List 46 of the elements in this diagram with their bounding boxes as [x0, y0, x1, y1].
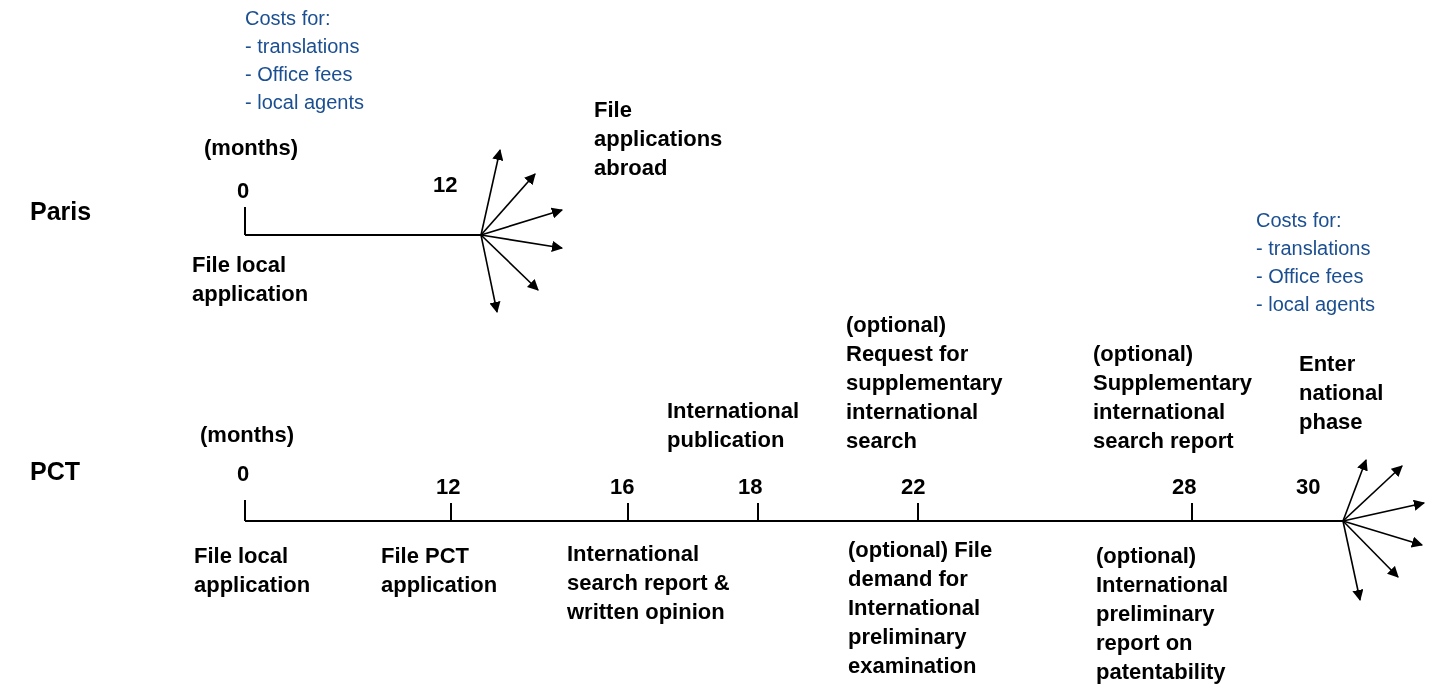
milestone-text: International publication — [667, 397, 800, 454]
milestone-text: File PCT application — [381, 542, 499, 599]
milestone-text: File local application — [192, 251, 310, 308]
milestone-text: International search report & written opinion — [567, 540, 731, 626]
cost-note: - local agents — [245, 90, 364, 115]
row-title: PCT — [30, 457, 80, 486]
milestone-text: File local application — [194, 542, 312, 599]
milestone-text: Enter national phase — [1299, 350, 1385, 436]
arrow — [1342, 465, 1403, 522]
cost-note: - translations — [245, 34, 360, 59]
cost-note: - Office fees — [1256, 264, 1364, 289]
month-number: 0 — [237, 460, 250, 488]
milestone-text: File applications abroad — [594, 96, 724, 182]
month-number: 18 — [738, 473, 763, 501]
cost-note: - translations — [1256, 236, 1371, 261]
milestone-text: (optional) Supplementary international search report — [1093, 340, 1253, 455]
month-number: 22 — [901, 473, 926, 501]
timeline-axis — [244, 207, 481, 237]
month-number: 28 — [1172, 473, 1197, 501]
arrow — [480, 207, 564, 236]
arrow — [1342, 520, 1424, 548]
month-number: 12 — [436, 473, 461, 501]
arrow — [480, 148, 504, 236]
axis-unit: (months) — [200, 421, 295, 449]
arrow — [480, 234, 564, 252]
milestone-text: (optional) File demand for International preliminary examination — [848, 536, 994, 680]
milestone-text: (optional) International preliminary report on patentability — [1096, 542, 1229, 686]
arrow — [1342, 458, 1368, 522]
cost-note: Costs for: — [245, 6, 331, 31]
month-number: 12 — [433, 171, 458, 199]
month-number: 30 — [1296, 473, 1321, 501]
axis-unit: (months) — [204, 134, 299, 162]
timeline-axis — [244, 500, 1343, 523]
milestone-text: (optional) Request for supplementary international search — [846, 311, 1004, 455]
row-title: Paris — [30, 197, 92, 226]
arrow — [480, 173, 536, 236]
cost-note: - local agents — [1256, 292, 1375, 317]
cost-note: - Office fees — [245, 62, 353, 87]
month-number: 16 — [610, 473, 635, 501]
arrow — [1342, 499, 1426, 522]
arrow — [1342, 520, 1399, 578]
arrow — [480, 234, 539, 291]
cost-note: Costs for: — [1256, 208, 1342, 233]
arrow — [1342, 520, 1364, 602]
month-number: 0 — [237, 177, 250, 205]
arrow — [480, 234, 501, 314]
